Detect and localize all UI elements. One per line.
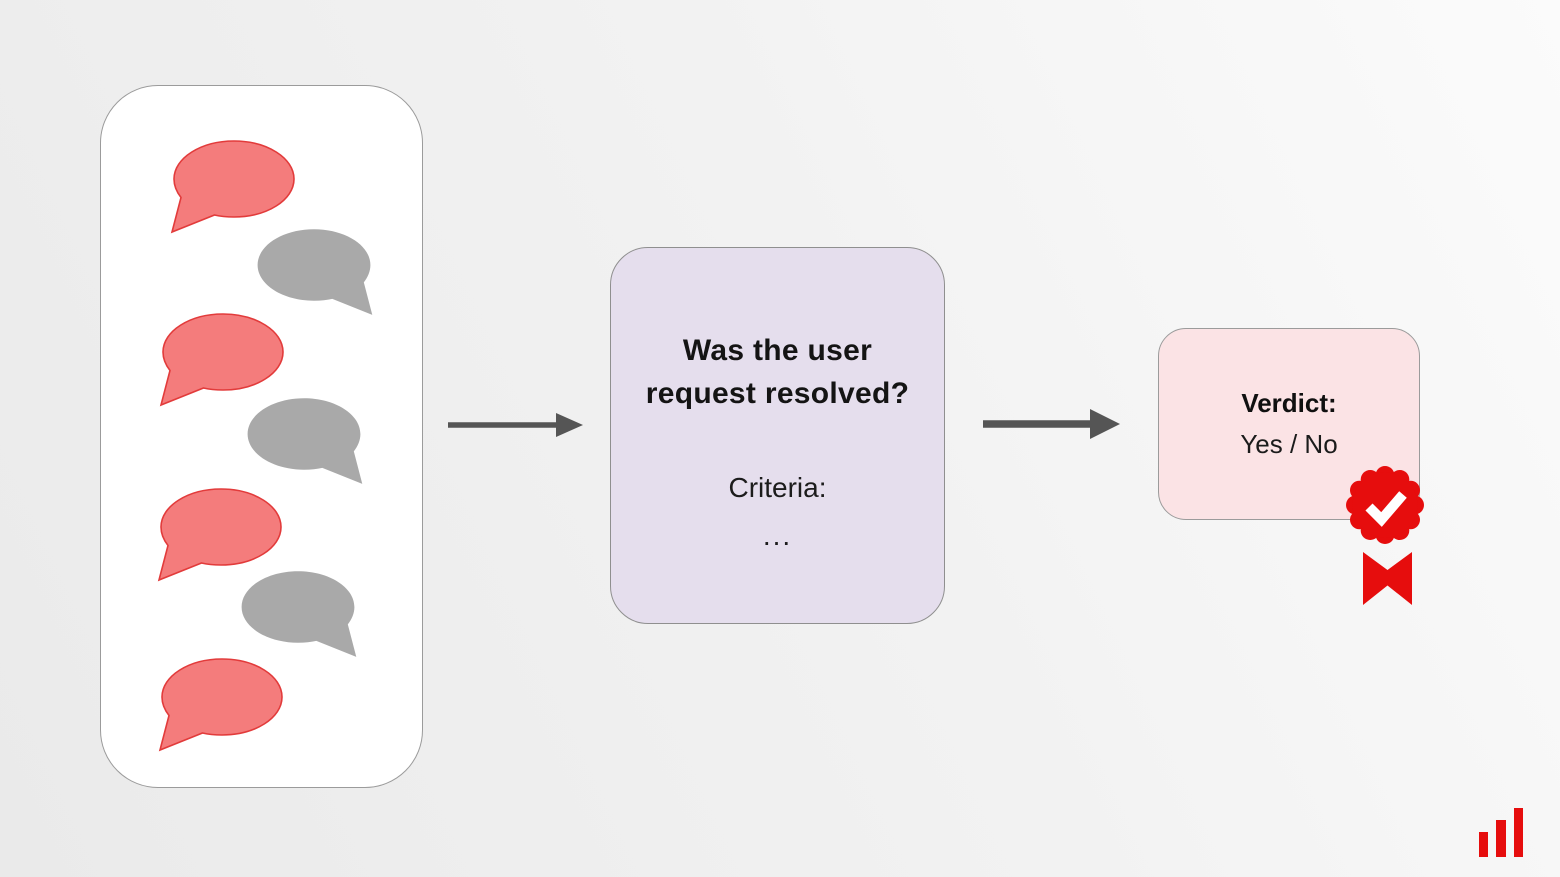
judge-question-text: Was the user request resolved? [645, 334, 910, 410]
conversation-panel [100, 85, 423, 788]
criteria-label: Criteria: [728, 472, 827, 503]
criteria-placeholder: ... [762, 520, 793, 551]
verdict-options: Yes / No [1240, 428, 1338, 459]
arrow-right-icon [448, 413, 583, 437]
chat-bubble-assistant [234, 394, 374, 504]
award-rosette-check-icon [1346, 466, 1424, 605]
chat-bubble-user [153, 312, 293, 422]
judge-question-box: Was the user request resolved? Criteria:… [610, 247, 945, 624]
chat-bubble-user [152, 657, 292, 767]
verdict-label: Verdict: [1241, 388, 1337, 419]
arrow-right-icon [983, 409, 1120, 439]
bar-chart-logo-icon [1479, 808, 1523, 857]
chat-bubble-assistant [228, 567, 368, 677]
chat-bubble-assistant [244, 225, 384, 335]
chat-bubble-user [164, 139, 304, 249]
chat-bubble-user [151, 487, 291, 597]
